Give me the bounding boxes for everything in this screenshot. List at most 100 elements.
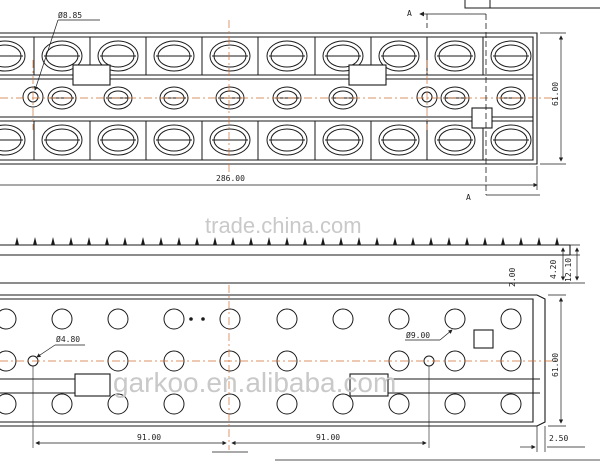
hole	[276, 308, 298, 330]
rib	[105, 237, 109, 245]
pocket	[434, 40, 476, 72]
hole	[0, 308, 17, 330]
pitch-ext-lines	[32, 366, 430, 448]
top-view-outline	[0, 32, 538, 165]
rib	[195, 237, 199, 245]
pocket	[209, 124, 251, 156]
pocket	[322, 40, 364, 72]
rib	[357, 237, 361, 245]
pocket	[490, 40, 532, 72]
large-hole-leader	[439, 329, 453, 341]
hole	[107, 308, 129, 330]
hole	[51, 308, 73, 330]
pocket	[97, 40, 139, 72]
rib	[123, 237, 127, 245]
clip-tab-left	[72, 64, 111, 86]
rib	[15, 237, 19, 245]
rib	[555, 237, 559, 245]
pocket	[0, 124, 26, 156]
pocket	[153, 124, 195, 156]
bottom-tab-right	[349, 373, 389, 397]
hole	[500, 308, 522, 330]
pitch-right-label: 91.00	[316, 433, 340, 442]
pocket	[322, 124, 364, 156]
side-dimension	[556, 244, 585, 284]
rib	[33, 237, 37, 245]
rib	[465, 237, 469, 245]
pocket	[41, 124, 83, 156]
large-hole-diameter-label: Ø9.00	[406, 330, 430, 340]
rib	[393, 237, 397, 245]
top-view: A A Ø8.85 286.00 61.00	[0, 9, 566, 202]
pocket	[97, 124, 139, 156]
section-label-bottom: A	[466, 193, 471, 202]
side-dim-total-label: 12.10	[564, 258, 573, 282]
rib	[303, 237, 307, 245]
side-view-ribs	[15, 237, 559, 245]
height-dimension	[540, 32, 566, 165]
pocket	[0, 40, 26, 72]
hole	[276, 393, 298, 415]
rib	[231, 237, 235, 245]
pocket	[490, 124, 532, 156]
rib	[429, 237, 433, 245]
bottom-view: Ø4.80 Ø9.00 61.00 91.00 91.00 2.50	[0, 285, 600, 461]
rib	[519, 237, 523, 245]
bottom-view-hole-grid	[0, 308, 522, 415]
bottom-view-outline	[0, 294, 546, 427]
side-dim-inner-label: 4.20	[549, 260, 558, 279]
hole	[163, 308, 185, 330]
rib	[249, 237, 253, 245]
hole-diameter-leader	[34, 19, 100, 91]
top-view-dividers	[33, 37, 484, 160]
rib	[375, 237, 379, 245]
hole	[332, 308, 354, 330]
rib	[51, 237, 55, 245]
hole	[0, 393, 17, 415]
edge-offset-label: 2.50	[549, 434, 568, 443]
hole	[388, 393, 410, 415]
small-hole-diameter-label: Ø4.80	[56, 334, 80, 344]
top-view-pocket-grid	[0, 40, 532, 156]
rib	[501, 237, 505, 245]
rib	[321, 237, 325, 245]
dot-1	[189, 317, 193, 321]
clip-tab-right	[348, 64, 387, 86]
title-block-corner	[464, 0, 600, 9]
watermark-bottom: garkoo.en.alibaba.com	[113, 367, 396, 398]
pitch-left-label: 91.00	[137, 433, 161, 442]
hole	[444, 393, 466, 415]
rib	[285, 237, 289, 245]
pocket	[378, 40, 420, 72]
pocket	[266, 124, 308, 156]
rib	[267, 237, 271, 245]
hole	[163, 393, 185, 415]
pocket	[209, 40, 251, 72]
dot-2	[201, 317, 205, 321]
section-label-top: A	[407, 9, 412, 18]
rib	[159, 237, 163, 245]
hole	[444, 308, 466, 330]
small-hole-leader	[36, 344, 56, 358]
rib	[69, 237, 73, 245]
bottom-tab-left	[74, 373, 111, 397]
rib	[411, 237, 415, 245]
wall-thickness-label: 2.00	[508, 268, 517, 287]
bottom-view-centerlines	[0, 285, 560, 450]
side-view-outline	[0, 244, 571, 284]
pocket	[153, 40, 195, 72]
length-label: 286.00	[216, 174, 245, 183]
hole	[107, 393, 129, 415]
rib	[483, 237, 487, 245]
square-feature	[471, 107, 493, 129]
height-label: 61.00	[551, 82, 560, 106]
rib	[177, 237, 181, 245]
pocket	[378, 124, 420, 156]
rib	[339, 237, 343, 245]
bottom-square-feature	[473, 329, 494, 349]
hole-diameter-label: Ø8.85	[58, 10, 82, 20]
rib	[213, 237, 217, 245]
watermark-center: trade.china.com	[205, 213, 362, 238]
hole	[51, 393, 73, 415]
